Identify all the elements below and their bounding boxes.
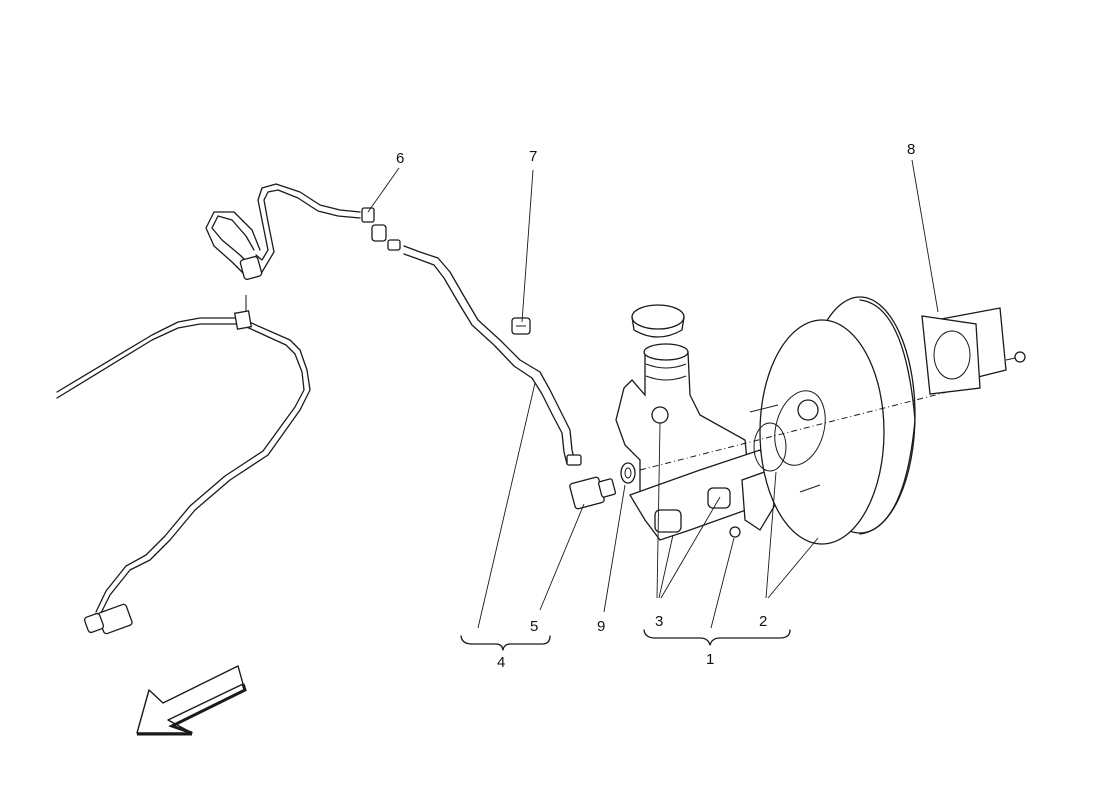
callout-2: 2 [759, 613, 768, 630]
vacuum-hose-right [403, 245, 582, 466]
leader-lines [367, 159, 939, 629]
vacuum-hose-loop [205, 183, 401, 280]
booster-gaskets [921, 307, 1026, 395]
hose-clip [511, 317, 531, 335]
brake-booster [639, 296, 956, 545]
callout-7: 7 [529, 148, 538, 165]
front-direction-arrow [136, 665, 247, 736]
vacuum-hose-left [56, 295, 311, 635]
callout-9: 9 [597, 618, 606, 635]
callout-1: 1 [706, 651, 715, 668]
master-cylinder [615, 304, 776, 541]
vacuum-sensor [569, 462, 636, 510]
callout-3: 3 [655, 613, 664, 630]
callout-8: 8 [907, 141, 916, 158]
callout-4: 4 [497, 654, 506, 671]
callout-5: 5 [530, 618, 539, 635]
callout-6: 6 [396, 150, 405, 167]
group-braces [460, 629, 791, 651]
